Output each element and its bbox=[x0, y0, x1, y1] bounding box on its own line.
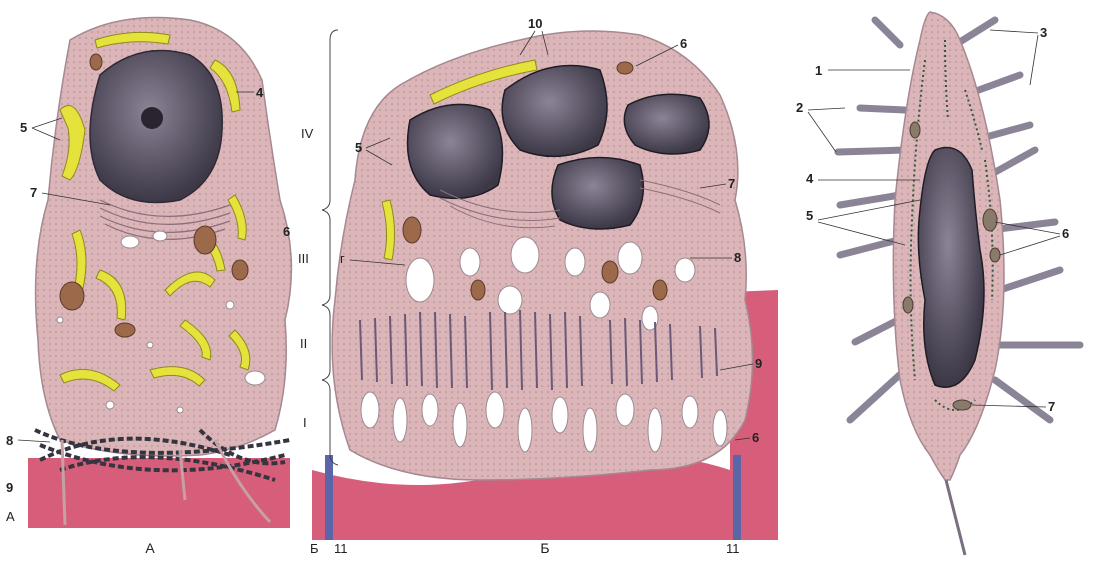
label-b-10: 10 bbox=[528, 16, 542, 31]
label-a-5: 5 bbox=[20, 120, 27, 135]
caption-a: А bbox=[145, 540, 155, 556]
label-b-5: 5 bbox=[355, 140, 362, 155]
label-c-7: 7 bbox=[1048, 399, 1055, 414]
label-b-8: 8 bbox=[734, 250, 741, 265]
panel-c: 1 3 2 4 5 6 7 bbox=[796, 12, 1080, 555]
label-b-III: III bbox=[298, 251, 309, 266]
caption-b: Б bbox=[540, 540, 549, 556]
label-c-1: 1 bbox=[815, 63, 822, 78]
label-b-11-left: 11 bbox=[334, 541, 348, 556]
panel-a: А 5 4 7 6 8 9 А bbox=[6, 18, 291, 557]
label-a-4: 4 bbox=[256, 85, 264, 100]
label-a-9: 9 bbox=[6, 480, 13, 495]
label-a-8: 8 bbox=[6, 433, 13, 448]
label-c-2: 2 bbox=[796, 100, 803, 115]
label-a-6: 6 bbox=[283, 224, 290, 239]
label-c-4: 4 bbox=[806, 171, 814, 186]
label-a-A: А bbox=[6, 509, 15, 524]
label-b-g: г bbox=[340, 251, 345, 266]
label-b-7: 7 bbox=[728, 176, 735, 191]
label-b-I: I bbox=[303, 415, 307, 430]
label-b-II: II bbox=[300, 336, 307, 351]
zone-brackets-b bbox=[322, 30, 338, 465]
label-c-5: 5 bbox=[806, 208, 813, 223]
label-a-7: 7 bbox=[30, 185, 37, 200]
nucleolus-a bbox=[141, 107, 163, 129]
capillary-left-b bbox=[325, 455, 333, 540]
label-b-IV: IV bbox=[301, 126, 314, 141]
label-b-6-bottom: 6 bbox=[752, 430, 759, 445]
label-c-6: 6 bbox=[1062, 226, 1069, 241]
panel-b: Б 10 6 IV 5 7 III г 8 II I 9 6 Б 11 11 bbox=[298, 16, 778, 556]
label-b-6-top: 6 bbox=[680, 36, 687, 51]
label-b-B: Б bbox=[310, 541, 319, 556]
capillary-right-b bbox=[733, 455, 741, 540]
label-b-11-right: 11 bbox=[726, 541, 740, 556]
label-c-3: 3 bbox=[1040, 25, 1047, 40]
tail-c bbox=[946, 480, 965, 555]
label-b-9: 9 bbox=[755, 356, 762, 371]
